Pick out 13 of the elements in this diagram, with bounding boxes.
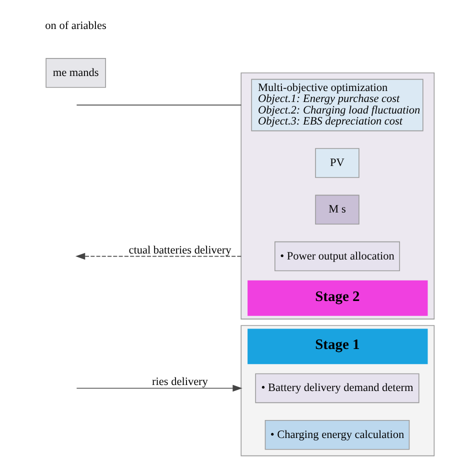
arrow [74, 252, 242, 260]
node-box: • Charging energy calculation [264, 420, 410, 450]
connector [76, 104, 242, 106]
node-box: PV [314, 148, 359, 178]
edge-label: ries delivery [152, 376, 208, 388]
arrow [76, 384, 242, 392]
node-box: M s [314, 194, 359, 225]
node-box: me mands [45, 58, 106, 88]
edge-label: ctual batteries delivery [128, 244, 231, 256]
node-box: Multi-objective optimization Object.1: Energy purchase cost Object.2: Charging load fluctuation Object.3: EBS depreciation cost [250, 78, 423, 132]
node-box: • Power output allocation [274, 241, 400, 272]
node-box: • Battery delivery demand determ [254, 373, 419, 404]
label: on of ariables [44, 20, 106, 32]
